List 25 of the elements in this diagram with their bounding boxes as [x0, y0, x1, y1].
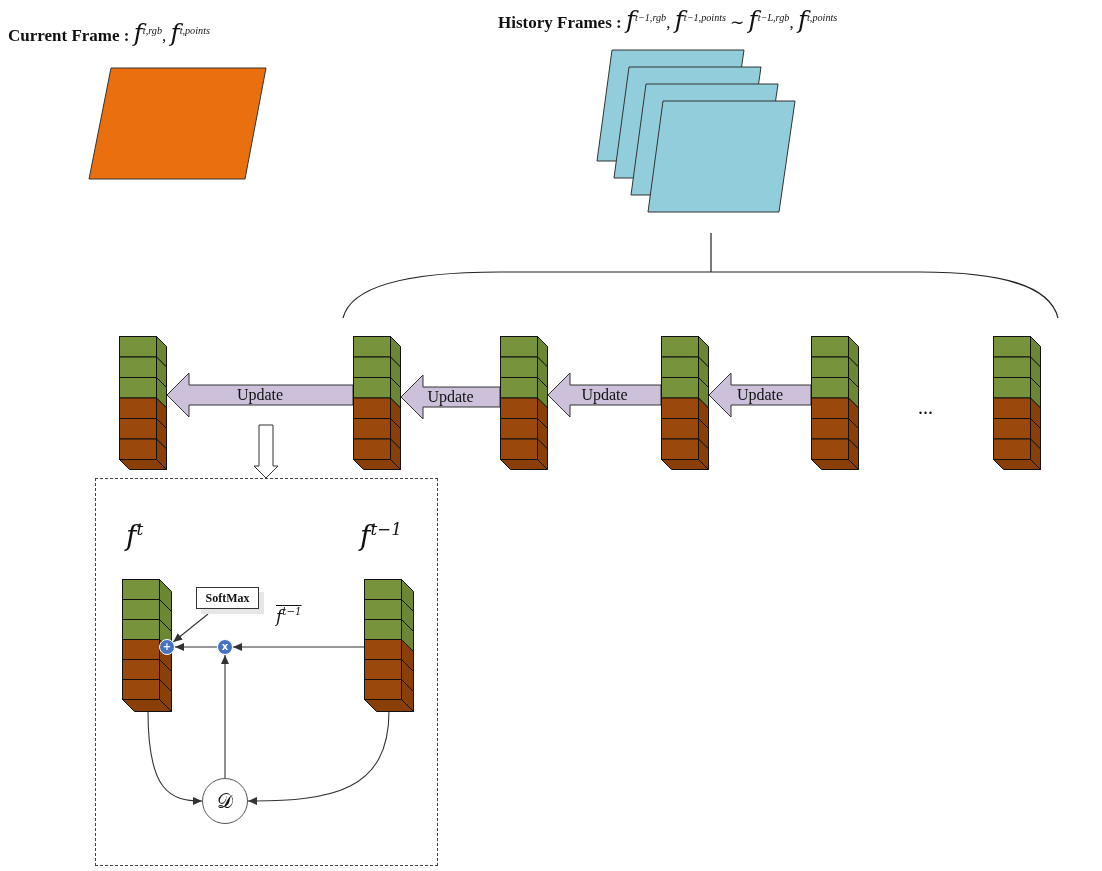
arrow	[174, 643, 218, 651]
edge-label: Update	[580, 386, 629, 404]
feature-stack	[353, 336, 401, 470]
arrow	[172, 613, 209, 643]
edge-label: Update	[235, 386, 285, 404]
arrow	[221, 654, 229, 779]
feature-stack	[119, 336, 167, 470]
feature-stack	[993, 336, 1041, 470]
feature-stack	[500, 336, 548, 470]
distance-circle: 𝒟	[202, 778, 248, 824]
feature-stack	[661, 336, 709, 470]
edge-label: f$^{t−1}$	[276, 606, 302, 626]
feature-stack	[811, 336, 859, 470]
edge-label: Update	[735, 386, 785, 404]
math-label: f$^{t−1}$	[360, 519, 402, 553]
dashed-frame	[95, 478, 438, 866]
times-circle: x	[217, 639, 233, 655]
ellipsis-label: ...	[918, 396, 933, 419]
arrow	[247, 710, 390, 805]
arrow	[232, 643, 365, 651]
frame-heading: Current Frame : f$^{t,rgb}$, f$^{t,points}$	[8, 18, 210, 47]
frame-heading: History Frames : f$^{t−1,rgb}$, f$^{t−1,points}$ ∼ f$^{t−L,rgb}$, f$^{t,points}$	[498, 5, 838, 34]
arrow	[147, 710, 203, 805]
edge-label: Update	[426, 388, 475, 406]
hollow-arrow	[253, 424, 279, 479]
